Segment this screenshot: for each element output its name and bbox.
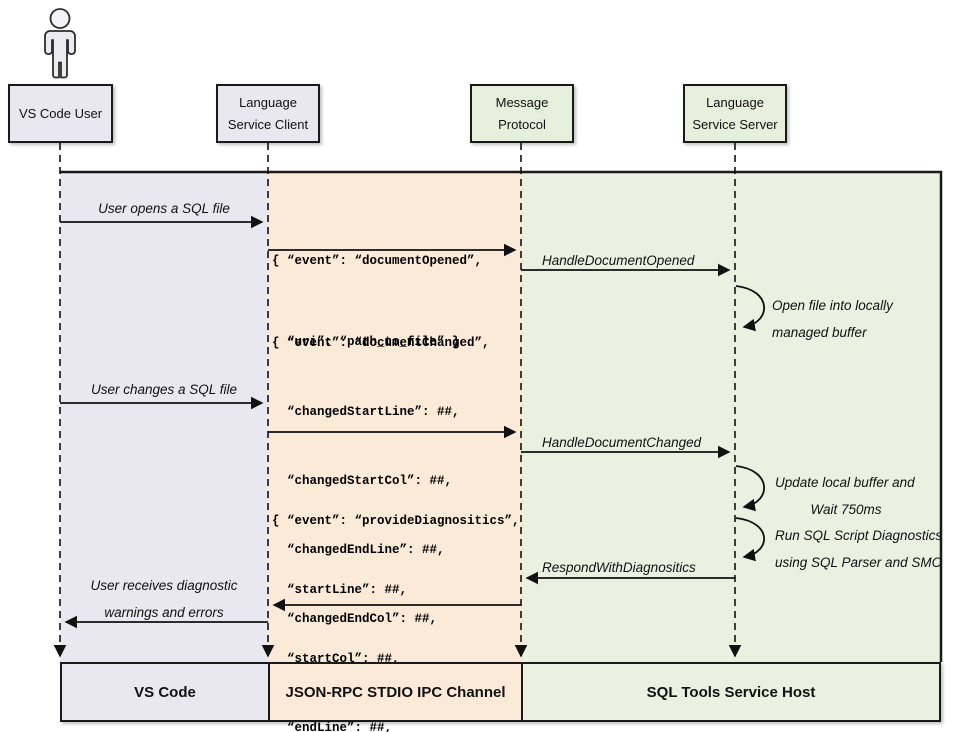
footer-row: VS Code JSON-RPC STDIO IPC Channel SQL T… [60,662,941,722]
participant-vscode-user: VS Code User [8,84,113,143]
label-user-receives: User receives diagnostic warnings and er… [60,572,268,626]
label-respond-with-diagnostics: RespondWithDiagnositics [542,560,696,575]
note-run-diagnostics-line1: Run SQL Script Diagnostics [775,528,943,543]
payload-line: “endLine”: ##, [272,721,393,732]
payload-line: “startLine”: ##, [272,583,408,597]
footer-vscode: VS Code [62,664,268,720]
payload-line: “uri”: “path_to_file” } [272,335,460,349]
note-update-buffer-line2: Wait 750ms [810,502,882,517]
participant-label: VS Code User [18,106,103,121]
footer-label: VS Code [134,683,196,701]
footer-sql-tools-service-host: SQL Tools Service Host [521,664,939,720]
participant-label-line1: Language [239,95,297,110]
payload-line: “changedStartCol”: ##, [272,474,453,488]
participant-label-line2: Protocol [498,117,546,132]
note-open-file-line2: managed buffer [772,325,867,340]
footer-label: JSON-RPC STDIO IPC Channel [285,683,506,701]
participant-language-service-server: Language Service Server [683,84,787,143]
payload-line: “changedStartLine”: ##, [272,405,460,419]
label-user-opens: User opens a SQL file [98,201,230,216]
note-open-file: Open file into locally managed buffer [772,292,893,346]
payload-line: { “event”: “documentChanged”, [272,336,490,350]
participant-label-line2: Service Server [692,117,778,132]
participant-label-line1: Language [706,95,764,110]
note-update-buffer: Update local buffer and Wait 750ms [775,469,917,523]
note-run-diagnostics: Run SQL Script Diagnostics using SQL Par… [775,522,942,576]
payload-line: { “event”: “provideDiagnositics”, [272,514,520,528]
payload-line: “changedEndCol”: ##, [272,612,438,626]
label-user-changes: User changes a SQL file [90,382,238,397]
footer-label: SQL Tools Service Host [646,683,816,701]
participant-message-protocol: Message Protocol [470,84,574,143]
participant-label-line1: Message [495,95,549,110]
note-update-buffer-line1: Update local buffer and [775,475,915,490]
note-run-diagnostics-line2: using SQL Parser and SMO [775,555,943,570]
payload-line: { “event”: “documentOpened”, [272,254,483,268]
participant-language-service-client: Language Service Client [216,84,320,143]
payload-document-opened: { “event”: “documentOpened”, “uri”: “pat… [272,194,482,410]
label-user-receives-line1: User receives diagnostic [90,578,238,593]
footer-jsonrpc-channel: JSON-RPC STDIO IPC Channel [268,664,521,720]
user-actor-icon [44,8,76,79]
payload-line: “changedEndLine”: ##, [272,543,445,557]
host-lane-background [521,172,941,663]
note-open-file-line1: Open file into locally [772,298,893,313]
label-handle-document-changed: HandleDocumentChanged [542,435,702,450]
label-user-receives-line2: warnings and errors [104,605,224,620]
participant-label-line2: Service Client [227,117,309,132]
label-handle-document-opened: HandleDocumentOpened [542,253,695,268]
